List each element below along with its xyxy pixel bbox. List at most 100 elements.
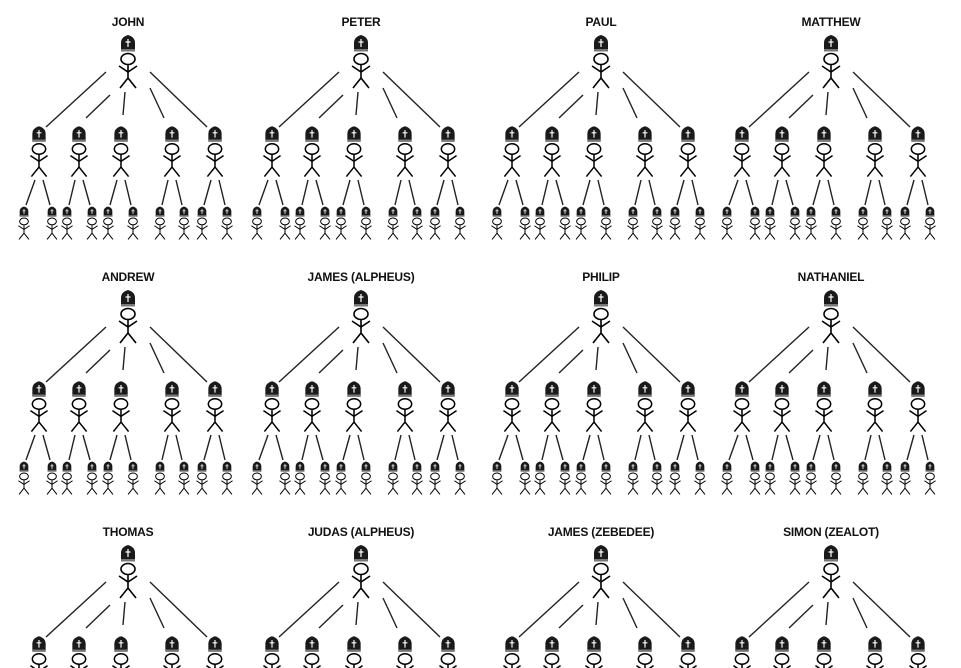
child-figure <box>866 126 884 178</box>
tree-title: JAMES (ALPHEUS) <box>307 270 415 284</box>
stick-figure-icon <box>815 398 833 433</box>
stick-figure-icon <box>503 653 521 668</box>
stick-figure-icon <box>351 52 371 89</box>
stick-figure-icon <box>679 653 697 668</box>
connector-line <box>622 326 681 383</box>
mitre-icon <box>594 35 608 52</box>
grandchild-figure <box>669 461 681 495</box>
grandchild-figure <box>651 206 663 240</box>
grandchild-figure <box>534 206 546 240</box>
child-figure <box>345 636 363 668</box>
grandchild-figure <box>764 206 776 240</box>
connector-line <box>788 94 814 119</box>
stick-figure-icon <box>429 472 441 495</box>
child-figure <box>543 126 561 178</box>
mitre-icon <box>388 461 398 472</box>
mitre-icon <box>208 636 222 652</box>
mitre-icon <box>652 206 662 217</box>
mitre-icon <box>354 35 368 52</box>
stick-figure-icon <box>881 472 893 495</box>
stick-figure-icon <box>396 653 414 668</box>
connector-line <box>382 87 398 119</box>
mitre-icon <box>817 636 831 652</box>
mitre-icon <box>179 206 189 217</box>
grandchild-figure <box>86 206 98 240</box>
connector-line <box>161 179 169 206</box>
stick-figure-icon <box>924 217 936 240</box>
connector-line <box>921 434 929 461</box>
connector-line <box>827 434 835 461</box>
stick-figure-icon <box>46 472 58 495</box>
mitre-icon <box>925 461 935 472</box>
connector-line <box>68 434 76 461</box>
child-figure <box>396 381 414 433</box>
connector-line <box>498 434 509 461</box>
mitre-icon <box>155 206 165 217</box>
stick-figure-icon <box>30 143 48 178</box>
root-figure <box>821 545 841 599</box>
stick-figure-icon <box>830 217 842 240</box>
grandchild-figure <box>411 206 423 240</box>
grandchild-figure <box>830 461 842 495</box>
connector-line <box>691 434 699 461</box>
child-figure <box>679 636 697 668</box>
grandchild-figure <box>18 206 30 240</box>
stick-figure-icon <box>178 217 190 240</box>
mitre-icon <box>361 206 371 217</box>
mitre-icon <box>305 126 319 142</box>
child-figure <box>163 381 181 433</box>
mitre-icon <box>520 461 530 472</box>
connector-line <box>622 71 681 128</box>
stick-figure-icon <box>559 472 571 495</box>
stick-figure-icon <box>805 472 817 495</box>
mitre-icon <box>430 461 440 472</box>
connector-line <box>149 581 208 638</box>
connector-line <box>451 434 459 461</box>
child-figure <box>396 126 414 178</box>
stick-figure-icon <box>118 52 138 89</box>
stick-figure-icon <box>909 653 927 668</box>
mitre-icon <box>347 381 361 397</box>
grandchild-figure <box>721 461 733 495</box>
child-figure <box>112 126 130 178</box>
stick-figure-icon <box>303 398 321 433</box>
connector-line <box>812 179 821 206</box>
connector-line <box>595 91 599 116</box>
connector-line <box>541 434 549 461</box>
mitre-icon <box>765 206 775 217</box>
stick-figure-icon <box>679 398 697 433</box>
grandchild-figure <box>454 206 466 240</box>
stick-figure-icon <box>503 398 521 433</box>
stick-figure-icon <box>294 472 306 495</box>
grandchild-figure <box>294 206 306 240</box>
child-figure <box>70 381 88 433</box>
stick-figure-icon <box>805 217 817 240</box>
child-figure <box>263 381 281 433</box>
stick-figure-icon <box>127 472 139 495</box>
mitre-icon <box>594 545 608 562</box>
stick-figure-icon <box>30 398 48 433</box>
connector-line <box>748 581 810 638</box>
connector-line <box>518 581 580 638</box>
mitre-icon <box>505 381 519 397</box>
mitre-icon <box>114 636 128 652</box>
grandchild-figure <box>627 461 639 495</box>
grandchild-figure <box>335 206 347 240</box>
mitre-icon <box>505 636 519 652</box>
mitre-icon <box>430 206 440 217</box>
mitre-icon <box>576 206 586 217</box>
mitre-icon <box>911 126 925 142</box>
stick-figure-icon <box>821 307 841 344</box>
child-figure <box>163 636 181 668</box>
mitre-icon <box>587 636 601 652</box>
connector-line <box>691 179 699 206</box>
grandchild-figure <box>127 461 139 495</box>
mitre-icon <box>817 126 831 142</box>
connector-line <box>278 71 340 128</box>
stick-figure-icon <box>112 143 130 178</box>
grandchild-figure <box>178 206 190 240</box>
child-figure <box>30 381 48 433</box>
mitre-icon <box>535 461 545 472</box>
grandchild-figure <box>881 206 893 240</box>
connector-line <box>85 604 111 629</box>
